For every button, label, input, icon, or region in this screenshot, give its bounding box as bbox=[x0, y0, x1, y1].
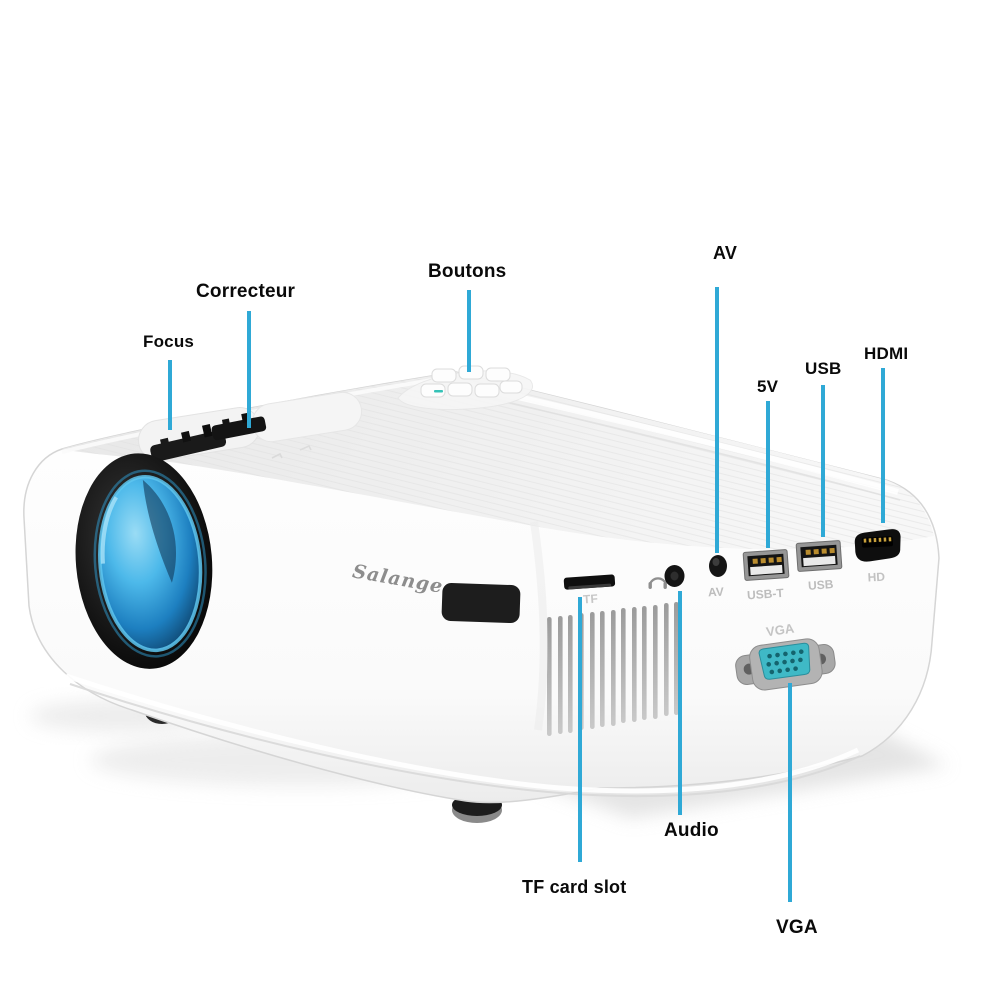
callout-line-tf-card-slot bbox=[578, 597, 582, 862]
power-led bbox=[434, 390, 443, 393]
callout-label-hdmi: HDMI bbox=[864, 344, 909, 363]
callout-line-vga bbox=[788, 683, 792, 902]
button-key bbox=[431, 368, 457, 383]
tf-card-slot: TF bbox=[563, 574, 616, 607]
hdmi-port: HD bbox=[854, 529, 901, 585]
callout-line-focus bbox=[168, 360, 172, 430]
button-key bbox=[474, 383, 500, 398]
callout-label-focus: Focus bbox=[143, 332, 195, 351]
callout-label-correcteur: Correcteur bbox=[196, 281, 296, 302]
callout-label-5v: 5V bbox=[757, 377, 779, 396]
callout-line-boutons bbox=[467, 290, 471, 372]
button-key bbox=[499, 380, 523, 394]
usb-t-port: USB-T bbox=[742, 549, 790, 603]
callout-label-boutons: Boutons bbox=[428, 261, 507, 282]
callout-label-audio: Audio bbox=[664, 820, 719, 841]
callout-line-usb bbox=[821, 385, 825, 537]
av-jack: AV bbox=[708, 555, 727, 599]
callout-label-tf-card-slot: TF card slot bbox=[522, 877, 627, 897]
callout-label-av: AV bbox=[713, 243, 738, 263]
focus-dial bbox=[150, 424, 227, 462]
front-side-edge bbox=[530, 521, 548, 731]
callout-label-usb: USB bbox=[805, 359, 842, 378]
hdmi-marking: HD bbox=[867, 570, 885, 585]
av-marking: AV bbox=[708, 585, 724, 600]
button-cluster bbox=[397, 365, 533, 410]
callout-label-vga: VGA bbox=[776, 917, 818, 938]
callout-line-hdmi bbox=[881, 368, 885, 523]
button-key bbox=[420, 383, 446, 398]
lens bbox=[75, 453, 213, 669]
usb-port: USB bbox=[795, 540, 843, 593]
callout-line-audio bbox=[678, 591, 682, 815]
button-key bbox=[458, 365, 484, 380]
button-key bbox=[447, 382, 473, 397]
usb-t-marking: USB-T bbox=[747, 586, 785, 603]
callout-line-5v bbox=[766, 401, 770, 548]
callout-line-av bbox=[715, 287, 719, 553]
vga-port: VGA bbox=[735, 620, 836, 691]
audio-jack bbox=[648, 565, 685, 589]
button-key bbox=[485, 367, 511, 382]
vga-marking: VGA bbox=[765, 620, 796, 639]
usb-marking: USB bbox=[808, 577, 835, 593]
callout-line-correcteur bbox=[247, 311, 251, 428]
vent-grille bbox=[547, 602, 679, 736]
tf-marking: TF bbox=[583, 592, 599, 607]
ir-receiver-window bbox=[441, 582, 521, 624]
base-lip bbox=[65, 673, 861, 798]
